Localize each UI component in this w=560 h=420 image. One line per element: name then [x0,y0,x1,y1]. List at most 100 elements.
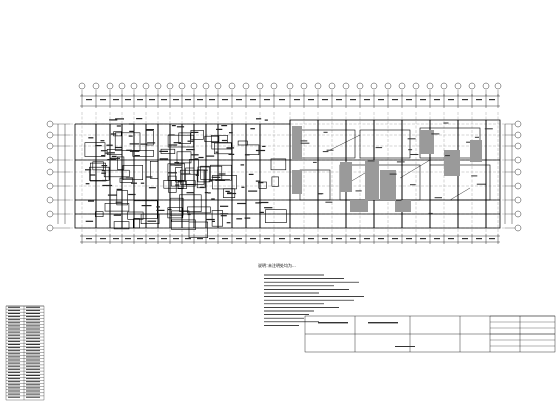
dimension-value-mark [222,238,228,240]
shear-wall [380,170,396,200]
annotation-mark [180,173,191,175]
wall-segment [187,206,211,214]
wall-segment [180,169,205,185]
annotation-mark [100,150,107,152]
axis-bubble [454,82,462,90]
wall-segment [212,175,237,190]
annotation-mark [176,126,185,128]
title-block-text [368,322,398,324]
dimension-value-mark [322,238,328,240]
room-outline [359,129,411,159]
annotation-mark [85,220,94,222]
room-outline [299,129,356,159]
annotation-mark [476,183,486,185]
axis-bubble [130,82,138,90]
axis-bubble [256,82,264,90]
table-cell-text [8,371,20,373]
dimension-value-mark [86,99,92,101]
table-cell-text [26,375,40,376]
axis-bubble [468,82,476,90]
annotation-mark [169,164,176,166]
annotation-mark [221,179,230,181]
annotation-mark [318,193,324,195]
annotation-mark [227,192,237,195]
annotation-mark [110,133,117,135]
axis-bubble [412,82,420,90]
table-cell-text [8,306,20,308]
room-outline [299,169,331,201]
wall-segment [132,150,155,157]
annotation-mark [110,157,120,159]
table-cell-text [8,344,20,345]
annotation-mark [244,154,250,156]
axis-bubble [270,82,278,90]
axis-bubble [300,82,308,90]
wall-segment [245,144,260,155]
wall-segment [168,175,177,193]
axis-bubble [384,82,392,90]
axis-bubble [46,131,54,139]
right-dimension-chain [504,124,513,224]
table-cell-text [8,331,20,333]
material-table [5,305,45,401]
annotation-mark [159,150,168,152]
annotation-mark [126,149,132,151]
annotation-mark [147,142,156,144]
annotation-mark [396,199,402,201]
annotation-mark [255,202,262,204]
axis-bubble [92,82,100,90]
table-cell-text [8,381,20,383]
table-cell-text [8,337,20,339]
wall-segment [84,142,106,157]
annotation-mark [148,187,156,189]
wall-segment [171,219,196,230]
annotation-mark [211,176,221,178]
axis-bubble [46,156,54,164]
annotation-mark [174,164,182,166]
annotation-mark [186,149,195,151]
table-cell-text [26,353,40,355]
axis-bubble [370,82,378,90]
annotation-mark [208,180,212,182]
annotation-mark [167,172,177,174]
dimension-value-mark [406,238,412,240]
wall-segment [265,209,287,223]
dimension-value-mark [294,238,300,240]
annotation-mark [434,197,442,199]
table-cell-text [8,340,20,342]
dimension-value-mark [137,99,143,101]
table-cell-text [8,325,20,327]
table-cell-text [8,309,20,311]
axis-bubble [494,82,502,90]
annotation-mark [88,200,94,202]
dimension-value-mark [448,238,454,240]
annotation-mark [198,156,204,159]
dimension-value-mark [350,99,356,101]
annotation-mark [140,182,145,184]
dimension-value-mark [236,238,242,240]
table-cell-text [8,365,20,367]
shear-wall [444,150,460,176]
annotation-mark [443,122,449,124]
axis-bubble [202,82,210,90]
dimension-value-mark [420,238,426,240]
dimension-value-mark [264,99,270,101]
table-cell-text [26,362,40,364]
bottom-dimension-chain [80,234,500,244]
wall-segment [211,210,224,227]
annotation-mark [355,190,362,192]
dimension-value-mark [364,99,370,101]
table-cell-text [26,390,40,392]
axis-bubble [46,142,54,150]
table-cell-text [8,378,20,380]
wall-segment [271,176,279,187]
dimension-value-mark [125,99,131,101]
annotation-mark [102,184,113,187]
annotation-mark [226,147,235,149]
dimension-value-mark [378,238,384,240]
annotation-mark [256,118,262,120]
axis-bubble [228,82,236,90]
dimension-value-mark [392,99,398,101]
annotation-mark [115,201,123,203]
annotation-mark [220,205,229,207]
